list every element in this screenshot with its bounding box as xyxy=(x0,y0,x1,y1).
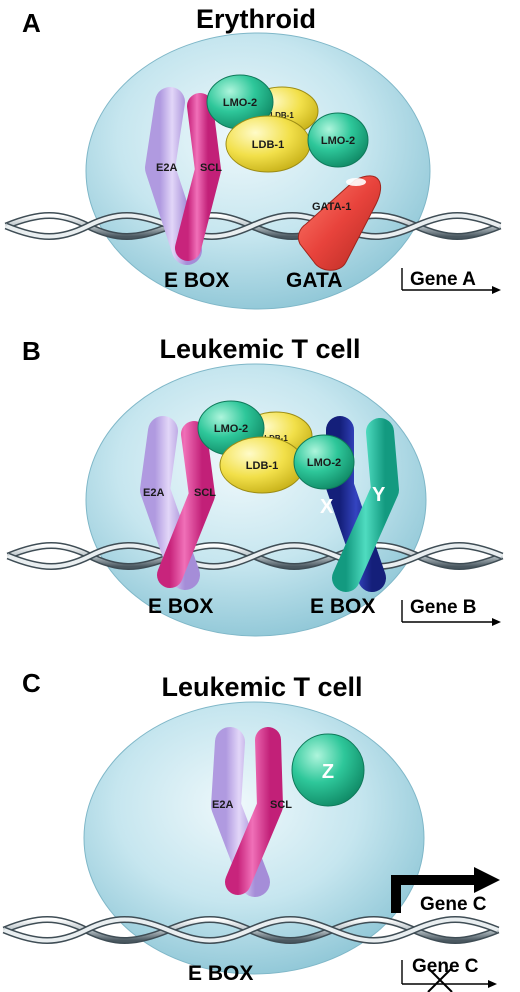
z-protein-c: Z xyxy=(291,733,365,807)
panel-a: A Erythroid E2A SCL LDB-1 LMO-2 LDB-1 xyxy=(4,4,502,310)
ebox-label-c: E BOX xyxy=(188,962,253,985)
dna-helix-a xyxy=(4,212,502,240)
scl-protein-c: SCL xyxy=(225,727,292,895)
scl-protein-a: SCL xyxy=(175,93,222,261)
lmo2-right-b: LMO-2 xyxy=(293,434,355,490)
gene-a-label: Gene A xyxy=(410,269,476,290)
scl-label-a: SCL xyxy=(200,162,222,174)
lmo2-left-label-a: LMO-2 xyxy=(223,97,257,109)
gene-c-active-label: Gene C xyxy=(420,894,487,915)
panel-c: C Leukemic T cell E2A SCL Z E BOX Gene C xyxy=(2,668,500,992)
gene-c-blocked-label: Gene C xyxy=(412,956,479,977)
e2a-label-a: E2A xyxy=(156,162,177,174)
ldb1-small-label-a: LDB-1 xyxy=(270,111,294,120)
gene-c-active-arrow: Gene C xyxy=(391,867,500,915)
ebox-left-label-b: E BOX xyxy=(148,595,213,618)
dna-helix-b xyxy=(6,542,504,570)
gene-b-label: Gene B xyxy=(410,597,477,618)
scl-protein-b: SCL xyxy=(157,421,216,588)
scl-label-c: SCL xyxy=(270,799,292,811)
gene-a-arrow: Gene A xyxy=(401,268,501,294)
panel-title-c: Leukemic T cell xyxy=(161,672,362,702)
y-protein-b: Y xyxy=(332,418,399,592)
gata1-label-a: GATA-1 xyxy=(312,201,351,213)
panel-title-a: Erythroid xyxy=(196,4,316,34)
lmo2-left-a: LMO-2 xyxy=(206,74,274,130)
lmo2-left-label-b: LMO-2 xyxy=(214,423,248,435)
ldb1-a: LDB-1 xyxy=(225,115,311,173)
ebox-right-label-b: E BOX xyxy=(310,595,375,618)
blocked-x-icon xyxy=(427,967,453,992)
panel-letter-a: A xyxy=(22,8,41,38)
panel-letter-b: B xyxy=(22,336,41,366)
ldb1-label-b: LDB-1 xyxy=(246,460,278,472)
e2a-label-c: E2A xyxy=(212,799,233,811)
panel-title-b: Leukemic T cell xyxy=(159,334,360,364)
gene-b-arrow: Gene B xyxy=(401,597,501,626)
dna-helix-c xyxy=(2,916,500,944)
x-label-b: X xyxy=(320,496,334,518)
gata1-protein-a: GATA-1 xyxy=(297,175,382,271)
gata-site-label-a: GATA xyxy=(286,269,342,292)
lmo2-right-a: LMO-2 xyxy=(307,112,369,168)
panel-letter-c: C xyxy=(22,668,41,698)
ebox-label-a: E BOX xyxy=(164,269,229,292)
e2a-protein-a: E2A xyxy=(145,87,202,265)
lmo2-right-label-a: LMO-2 xyxy=(321,135,355,147)
ldb1-b: LDB-1 xyxy=(219,436,305,494)
ldb1-label-a: LDB-1 xyxy=(252,139,284,151)
scl-label-b: SCL xyxy=(194,487,216,499)
lmo2-right-label-b: LMO-2 xyxy=(307,457,341,469)
e2a-label-b: E2A xyxy=(143,487,164,499)
y-label-b: Y xyxy=(372,484,386,506)
gene-c-blocked-arrow: Gene C xyxy=(401,956,497,992)
panel-b: B Leukemic T cell E2A SCL LDB-1 LMO-2 L xyxy=(6,334,504,637)
z-label-c: Z xyxy=(322,761,334,783)
